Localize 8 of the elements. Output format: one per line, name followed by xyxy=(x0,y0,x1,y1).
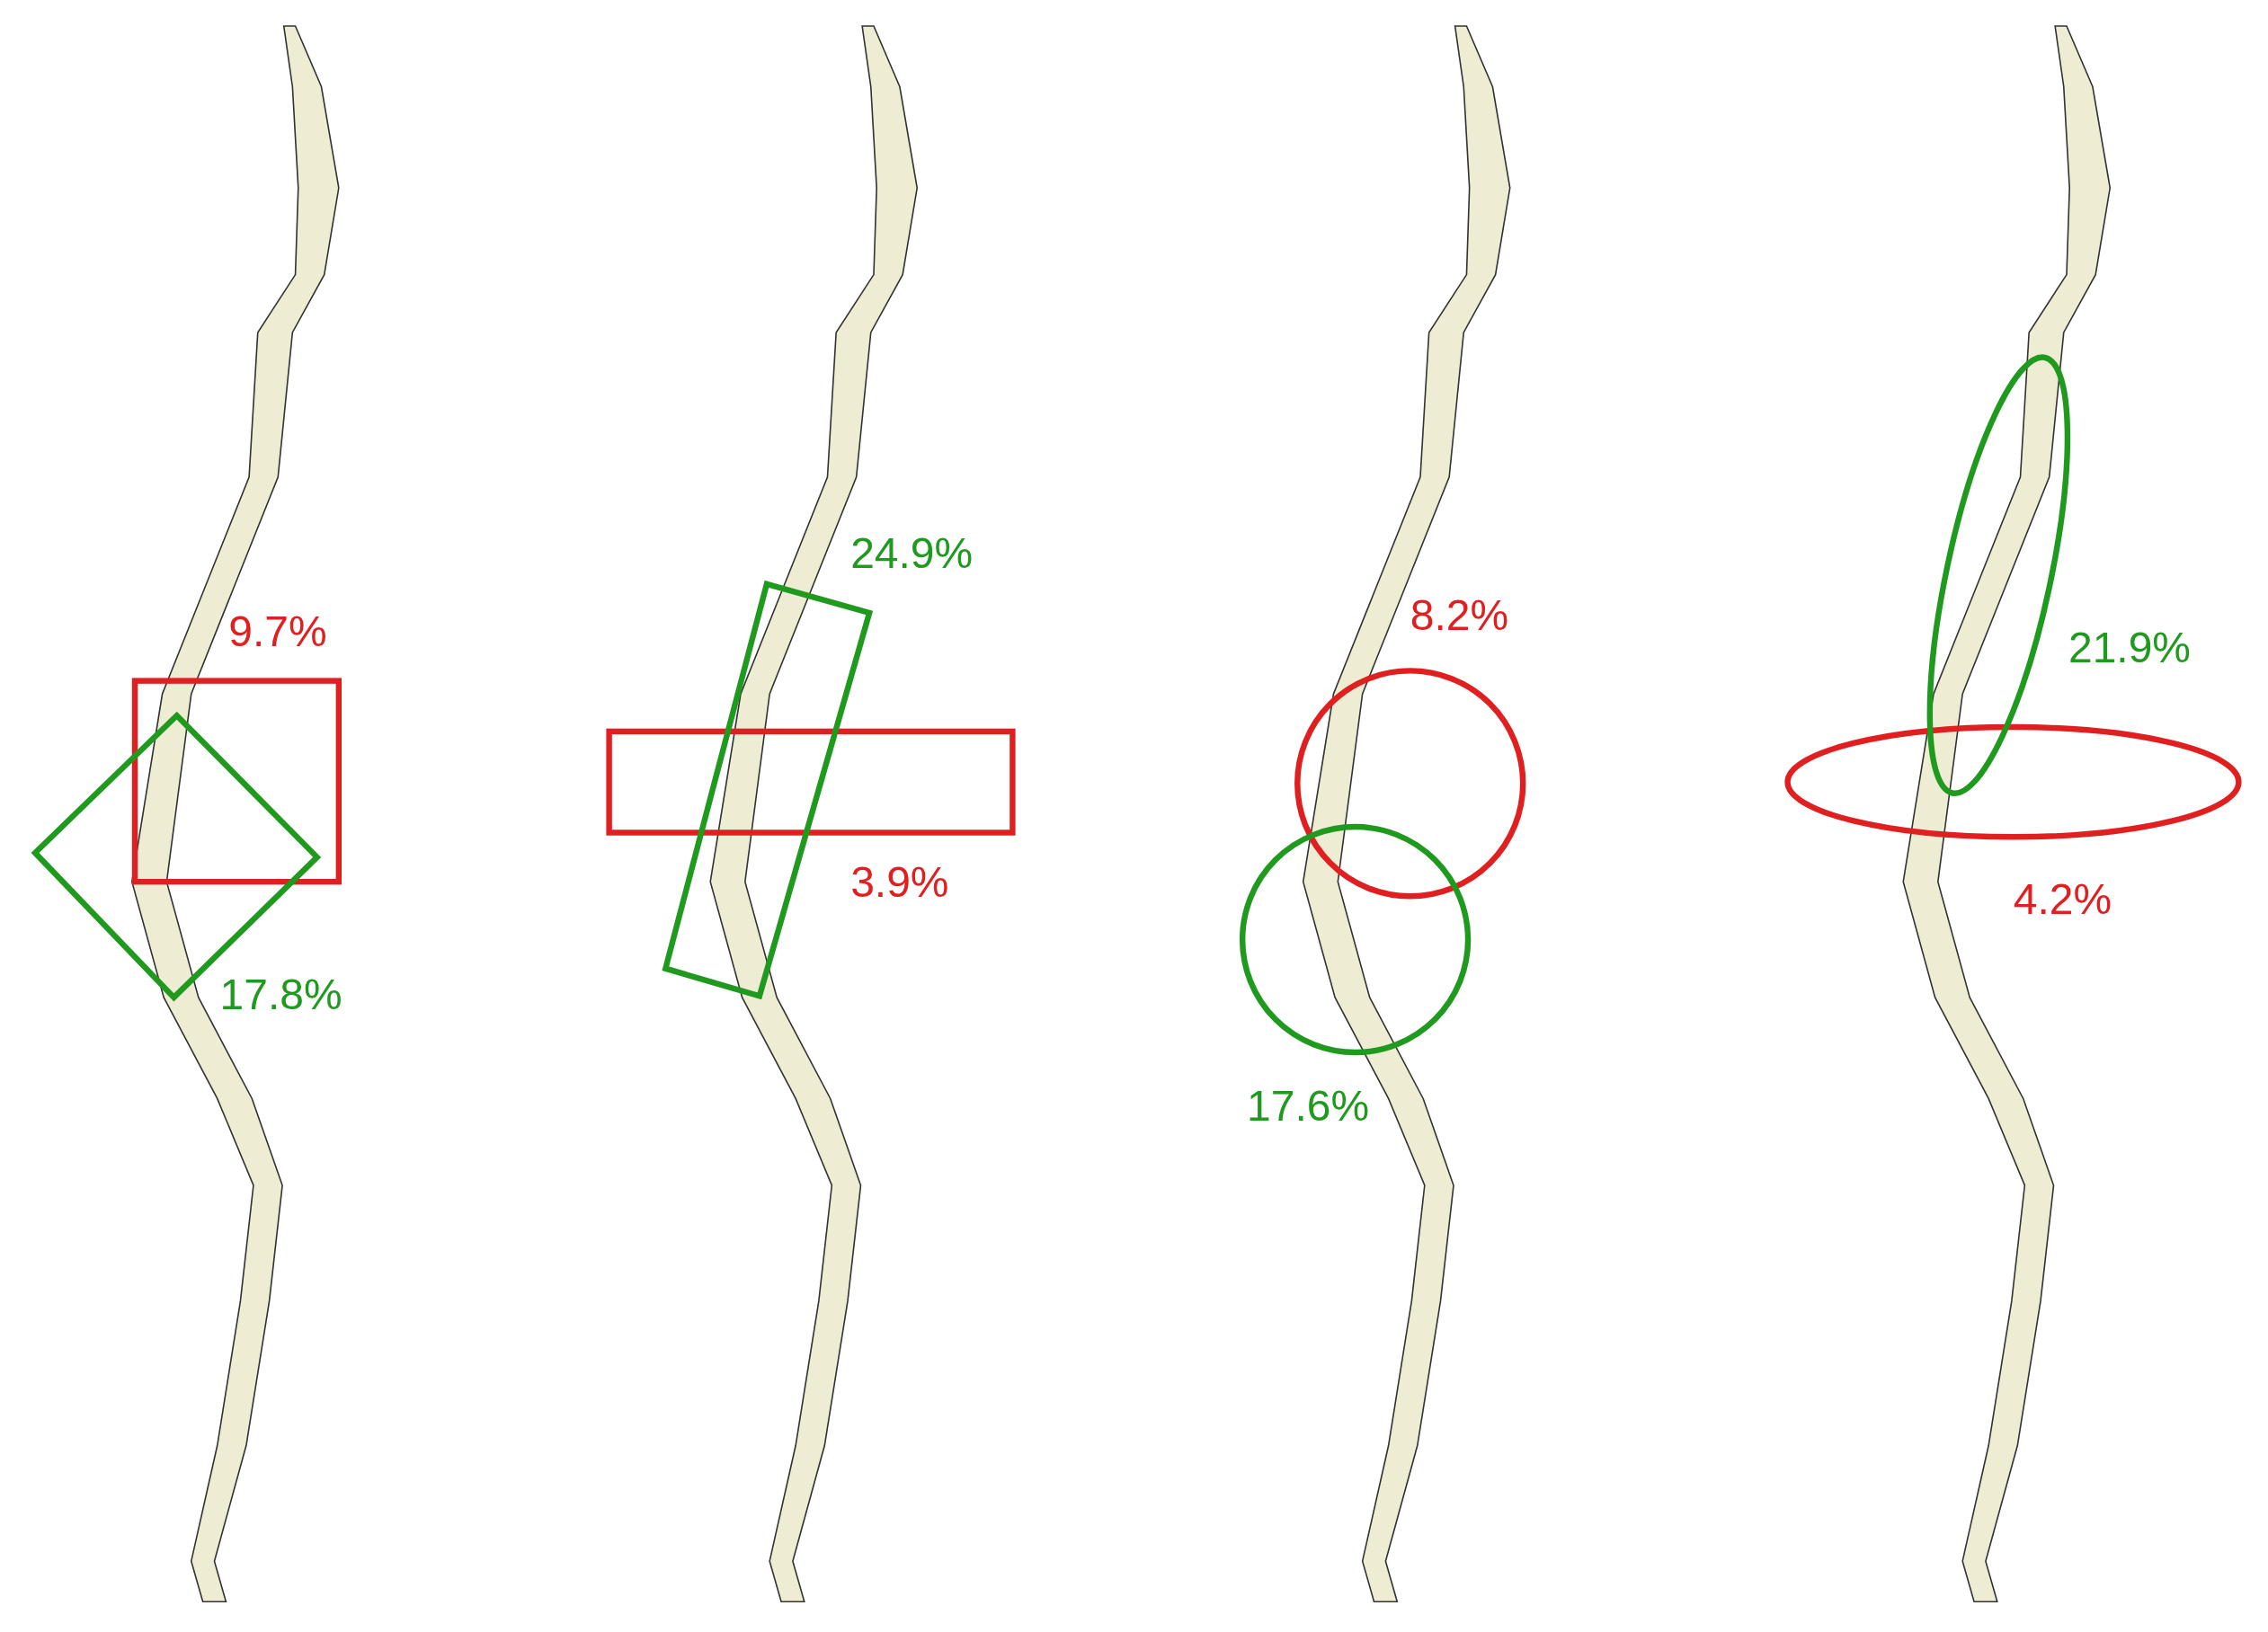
percentage-label: 9.7% xyxy=(228,610,327,654)
percentage-label: 17.8% xyxy=(219,973,342,1016)
percentage-label: 8.2% xyxy=(1410,594,1509,638)
percentage-label: 17.6% xyxy=(1247,1084,1370,1128)
percentage-label: 3.9% xyxy=(850,860,949,904)
percentage-label: 21.9% xyxy=(2068,625,2192,670)
percentage-label: 24.9% xyxy=(850,532,974,576)
percentage-label: 4.2% xyxy=(2013,877,2112,921)
